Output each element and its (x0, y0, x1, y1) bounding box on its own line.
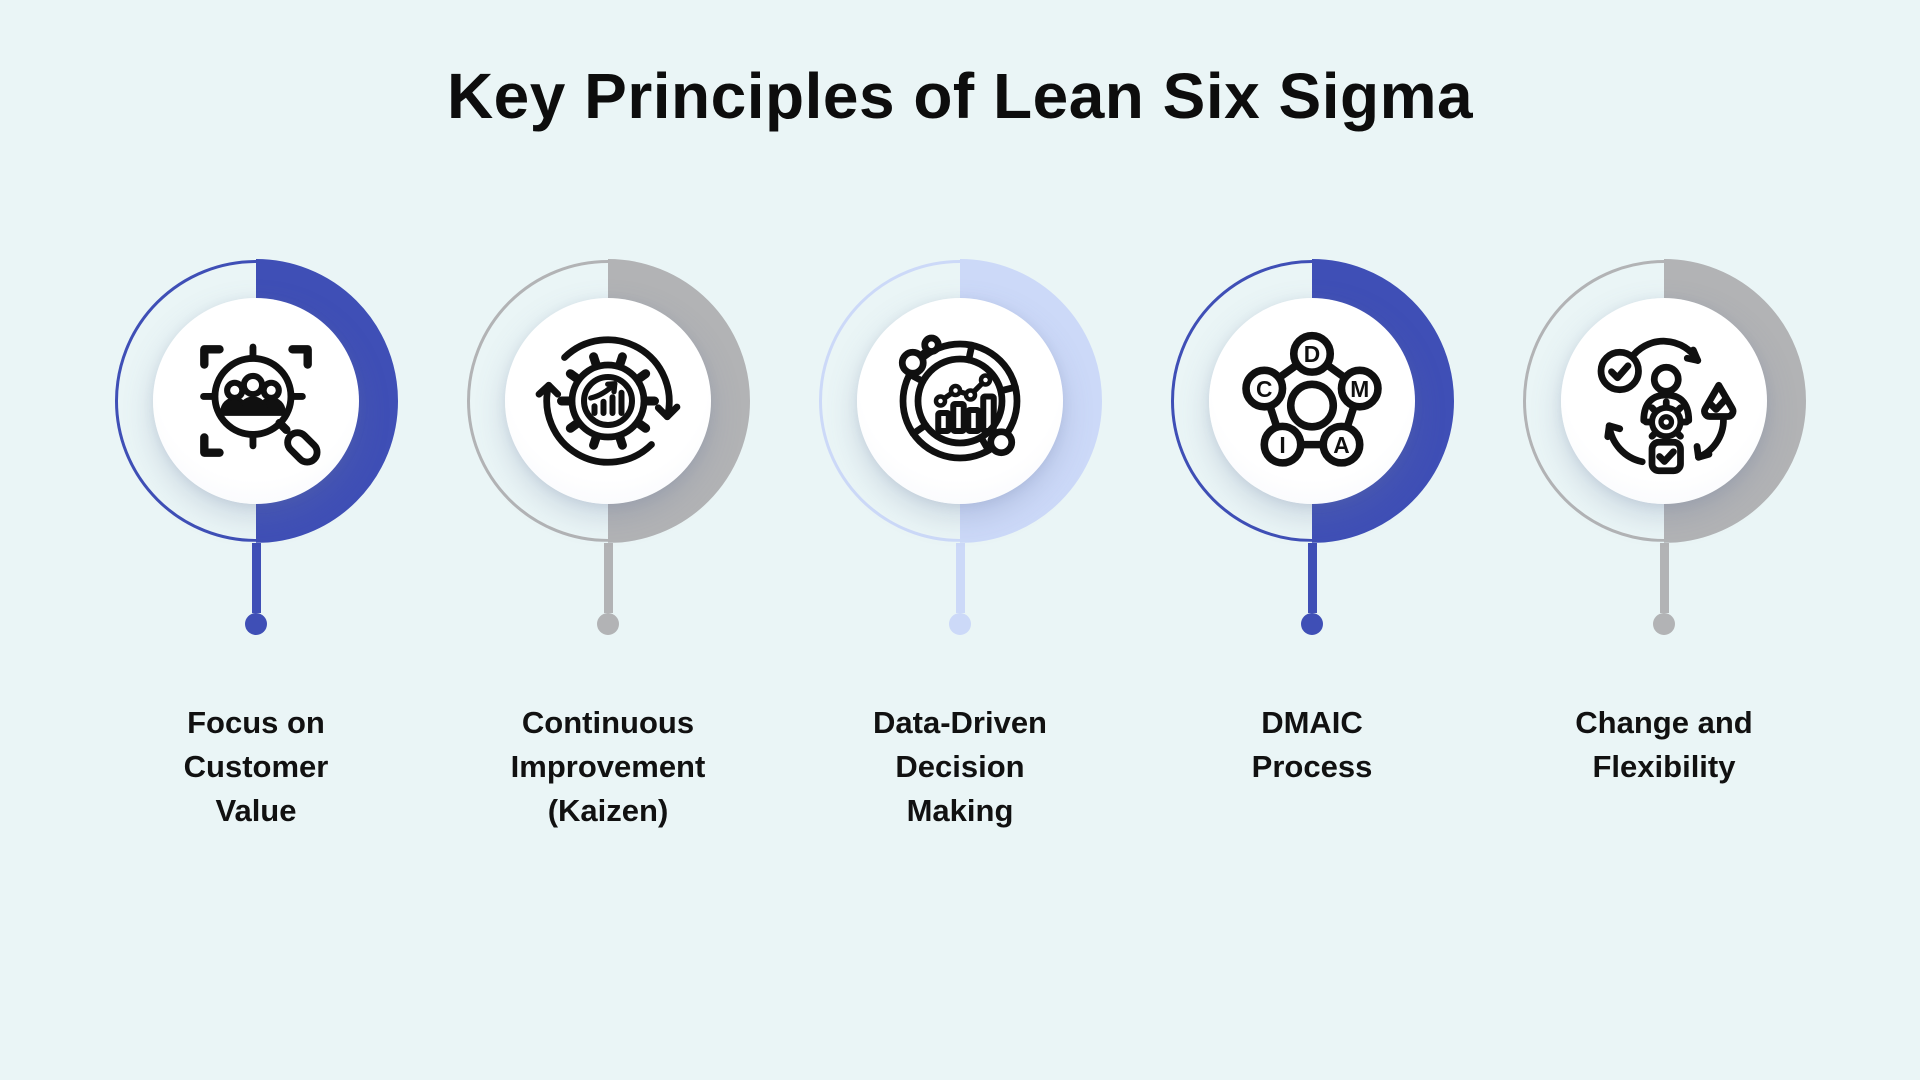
principle-change-flexibility: Change and Flexibility (1488, 258, 1840, 789)
connector-stem (603, 542, 613, 613)
dmaic-letter-d: D (1304, 341, 1320, 367)
progress-ring (466, 258, 750, 543)
connector-stem (955, 542, 965, 613)
inner-circle: D M A I C (1209, 297, 1415, 504)
principle-data-driven-decisions: Data-Driven Decision Making (784, 258, 1136, 833)
connector-dot (245, 612, 267, 635)
connector-dot (1653, 612, 1675, 635)
connector-dot (597, 612, 619, 635)
connector-stem (251, 542, 261, 613)
dmaic-letter-a: A (1333, 432, 1349, 458)
principle-label: Continuous Improvement (Kaizen) (510, 704, 706, 828)
principle-dmaic-process: D M A I C DMAIC Process (1136, 258, 1488, 789)
inner-circle (153, 297, 359, 504)
inner-circle (857, 297, 1063, 504)
progress-ring (114, 258, 398, 543)
dmaic-letter-m: M (1350, 376, 1369, 402)
progress-ring (1522, 258, 1806, 543)
customer-focus-magnifier-icon (200, 343, 321, 466)
dmaic-pentagon-icon: D M A I C (1242, 331, 1382, 467)
dmaic-letter-c: C (1256, 376, 1272, 402)
page-title: Key Principles of Lean Six Sigma (446, 60, 1474, 132)
principle-label: Data-Driven Decision Making (873, 704, 1047, 828)
principle-label: Focus on Customer Value (183, 704, 329, 828)
connector-stem (1659, 542, 1669, 613)
data-analytics-chart-icon (898, 334, 1021, 462)
principle-focus-customer-value: Focus on Customer Value (80, 258, 432, 833)
kaizen-gear-cycle-icon (535, 336, 681, 466)
inner-circle (1561, 297, 1767, 504)
inner-circle (505, 297, 711, 504)
dmaic-letter-i: I (1279, 432, 1285, 458)
progress-ring: D M A I C (1170, 258, 1454, 543)
principle-continuous-improvement: Continuous Improvement (Kaizen) (432, 258, 784, 833)
principle-label: Change and Flexibility (1575, 704, 1753, 784)
principle-label: DMAIC Process (1251, 704, 1373, 784)
connector-stem (1307, 542, 1317, 613)
change-flexibility-icon (1597, 337, 1737, 474)
connector-dot (1301, 612, 1323, 635)
connector-dot (949, 612, 971, 635)
progress-ring (818, 258, 1102, 543)
principles-row: Focus on Customer Value (0, 258, 1920, 833)
